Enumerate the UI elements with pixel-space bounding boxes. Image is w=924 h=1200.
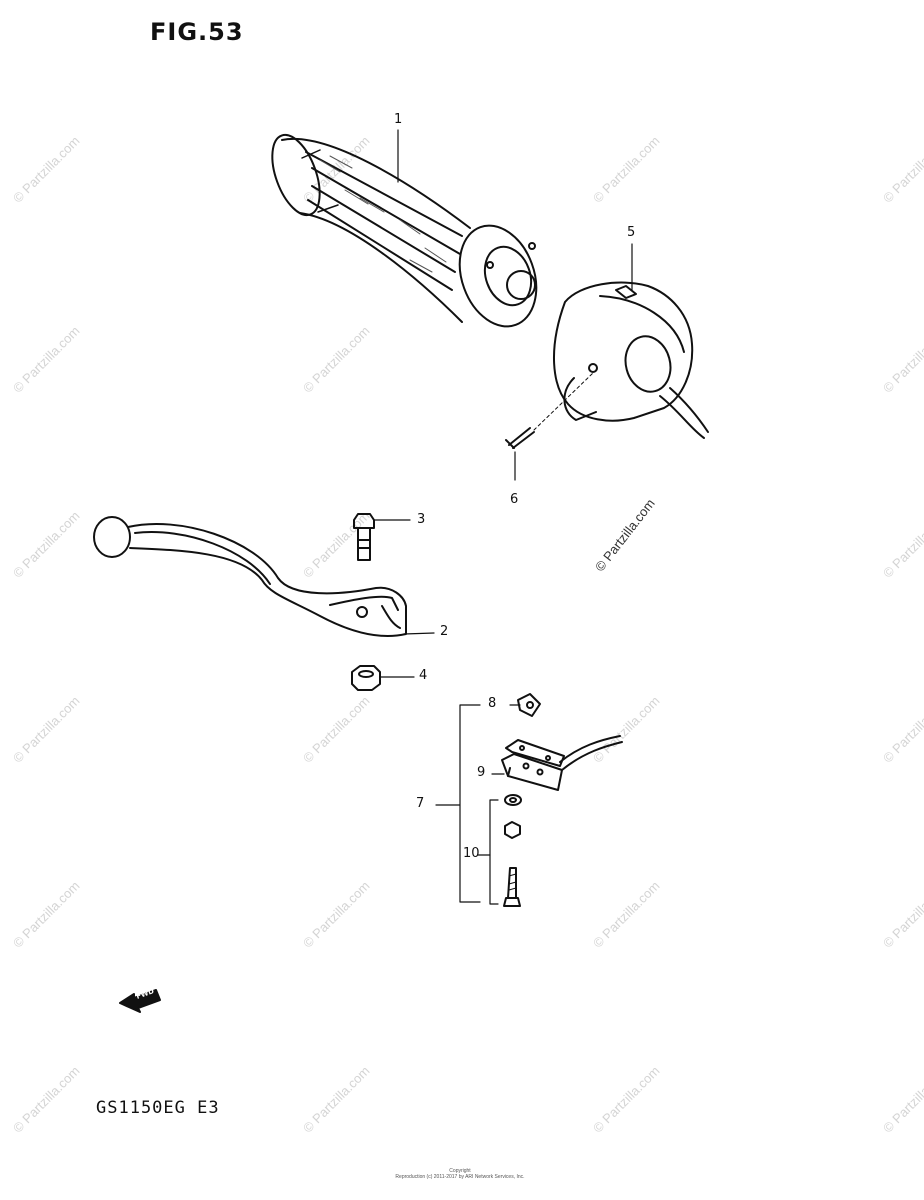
nut-part [351, 665, 381, 691]
leader-lines [373, 129, 633, 905]
fwd-arrow-icon [119, 989, 161, 1013]
callout-3: 3 [417, 512, 426, 527]
bolt-part [353, 513, 375, 561]
callout-1: 1 [394, 112, 403, 127]
switch-block-part [501, 735, 623, 791]
screw-part [505, 371, 595, 449]
model-code: GS1150EG E3 [96, 1098, 220, 1118]
callout-4: 4 [419, 668, 428, 683]
callout-6: 6 [510, 492, 519, 507]
callout-8: 8 [488, 696, 497, 711]
callout-10: 10 [463, 846, 480, 861]
cable-nut-part [517, 693, 541, 717]
grip-part [271, 133, 538, 328]
lever-part [93, 516, 407, 637]
switch-housing-part [552, 281, 709, 439]
copyright-notice: Copyright Reproduction (c) 2011-2017 by … [395, 1168, 525, 1180]
screw-set-part [503, 794, 522, 907]
callout-2: 2 [440, 624, 449, 639]
callout-7: 7 [416, 796, 425, 811]
figure-title: FIG.53 [150, 18, 244, 46]
callout-9: 9 [477, 765, 486, 780]
callout-5: 5 [627, 225, 636, 240]
